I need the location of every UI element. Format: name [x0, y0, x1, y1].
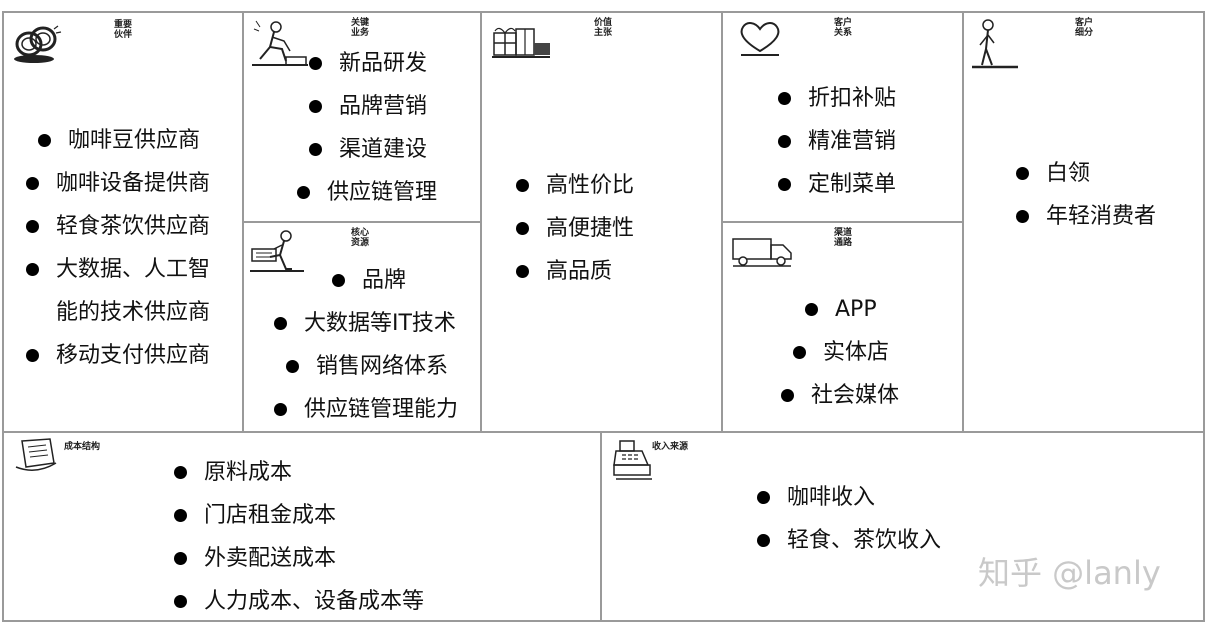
cost-structure-block: 成本结构 原料成本 门店租金成本 外卖配送成本 人力成本、设备成本等 — [2, 431, 602, 622]
key-partners-block: 重要 伙伴 咖啡豆供应商 咖啡设备提供商 轻食茶饮供应商 大数据、人工智 能的技… — [2, 11, 244, 433]
kneeling-worker-icon — [252, 20, 308, 66]
list-item: 年轻消费者 — [1016, 195, 1156, 238]
revenue-streams-block: 收入来源 咖啡收入 轻食、茶饮收入 — [600, 431, 1205, 622]
list-item-line: 大数据、人工智 — [56, 257, 211, 282]
list-item: 供应链管理 — [297, 171, 437, 214]
list-item: 高便捷性 — [516, 207, 634, 250]
list-item: 咖啡设备提供商 — [26, 162, 210, 205]
list-item: 移动支付供应商 — [26, 334, 210, 377]
list-item: 大数据、人工智 能的技术供应商 — [26, 248, 210, 334]
list-item: 白领 — [1016, 152, 1156, 195]
list-item: 销售网络体系 — [286, 345, 458, 388]
list-item: 实体店 — [793, 331, 899, 374]
value-propositions-block: 价值 主张 高性价比 高便捷性 高品质 — [480, 11, 723, 433]
value-propositions-list: 高性价比 高便捷性 高品质 — [516, 164, 634, 293]
list-item: 轻食茶饮供应商 — [26, 205, 210, 248]
seated-worker-icon — [250, 230, 304, 272]
receipt-icon — [15, 438, 57, 471]
list-item: 社会媒体 — [781, 374, 899, 417]
key-resources-block: 核心 资源 品牌 大数据等IT技术 销售网络体系 供应链管理能力 — [242, 221, 482, 433]
list-item: APP — [805, 288, 899, 331]
revenue-streams-list: 咖啡收入 轻食、茶饮收入 — [757, 476, 941, 562]
gift-boxes-icon — [492, 27, 550, 58]
list-item: 供应链管理能力 — [274, 388, 458, 431]
value-propositions-title: 价值 主张 — [593, 18, 612, 38]
list-item: 新品研发 — [309, 42, 437, 85]
key-partners-list: 咖啡豆供应商 咖啡设备提供商 轻食茶饮供应商 大数据、人工智 能的技术供应商 移… — [26, 119, 210, 377]
list-item: 高性价比 — [516, 164, 634, 207]
list-item: 外卖配送成本 — [174, 537, 424, 580]
list-item: 人力成本、设备成本等 — [174, 580, 424, 623]
cost-structure-title: 成本结构 — [64, 442, 101, 452]
list-item: 精准营销 — [778, 120, 896, 163]
cost-structure-list: 原料成本 门店租金成本 外卖配送成本 人力成本、设备成本等 — [174, 451, 424, 623]
list-item: 折扣补贴 — [778, 77, 896, 120]
channels-block: 渠道 通路 APP 实体店 社会媒体 — [721, 221, 964, 433]
list-item: 咖啡收入 — [757, 476, 941, 519]
list-item: 渠道建设 — [309, 128, 437, 171]
list-item: 咖啡豆供应商 — [38, 119, 210, 162]
rings-icon — [14, 25, 62, 63]
revenue-streams-title: 收入来源 — [652, 442, 689, 452]
list-item: 品牌 — [332, 259, 458, 302]
watermark: 知乎 @lanly — [978, 554, 1161, 592]
list-item: 高品质 — [516, 250, 634, 293]
customer-relationships-list: 折扣补贴 精准营销 定制菜单 — [778, 77, 896, 206]
cash-register-icon — [613, 440, 652, 480]
customer-segments-title: 客户 细分 — [1074, 18, 1093, 38]
customer-relationships-block: 客户 关系 折扣补贴 精准营销 定制菜单 — [721, 11, 964, 223]
key-resources-title: 核心 资源 — [350, 228, 369, 248]
list-item: 轻食、茶饮收入 — [757, 519, 941, 562]
list-item: 原料成本 — [174, 451, 424, 494]
key-activities-block: 关键 业务 新品研发 品牌营销 渠道建设 供应链管理 — [242, 11, 482, 223]
delivery-truck-icon — [732, 238, 792, 267]
channels-title: 渠道 通路 — [833, 228, 852, 248]
key-resources-list: 品牌 大数据等IT技术 销售网络体系 供应链管理能力 — [274, 259, 458, 431]
list-item-line: 能的技术供应商 — [56, 300, 211, 325]
channels-list: APP 实体店 社会媒体 — [781, 288, 899, 417]
key-activities-title: 关键 业务 — [350, 18, 369, 38]
list-item: 门店租金成本 — [174, 494, 424, 537]
list-item: 定制菜单 — [778, 163, 896, 206]
key-partners-title: 重要 伙伴 — [113, 20, 132, 40]
standing-person-icon — [972, 19, 1018, 69]
list-item: 品牌营销 — [309, 85, 437, 128]
heart-icon — [740, 22, 780, 56]
customer-segments-block: 客户 细分 白领 年轻消费者 — [962, 11, 1205, 433]
customer-segments-list: 白领 年轻消费者 — [1016, 152, 1156, 238]
key-activities-list: 新品研发 品牌营销 渠道建设 供应链管理 — [297, 42, 437, 214]
list-item: 大数据等IT技术 — [274, 302, 458, 345]
customer-relationships-title: 客户 关系 — [833, 18, 852, 38]
